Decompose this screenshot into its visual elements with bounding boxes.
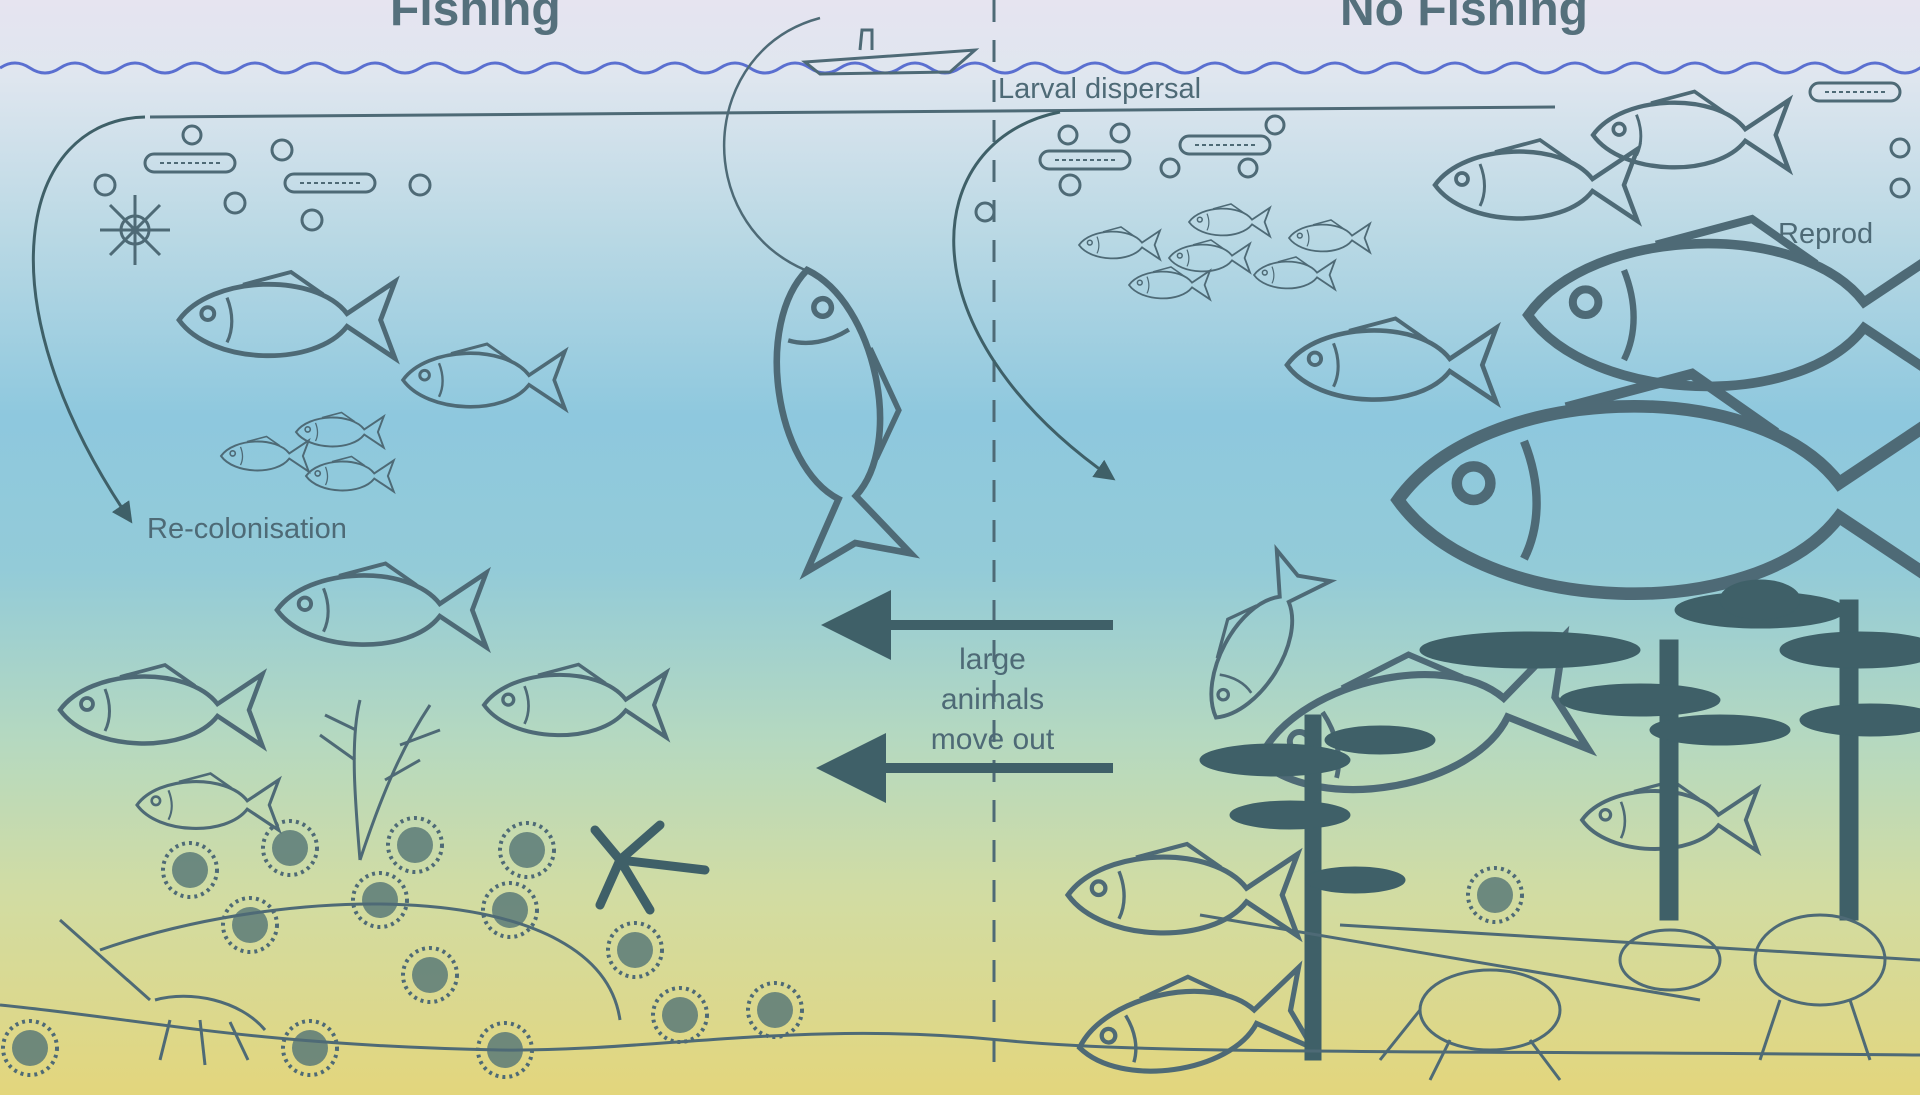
reproduction-label: Reprod — [1778, 218, 1873, 251]
larval-dispersal-line — [150, 107, 1555, 117]
larva-icon — [145, 154, 235, 172]
fishing-line — [724, 18, 820, 270]
urchin-icon — [263, 821, 317, 875]
fish-icon — [179, 272, 395, 358]
larval-dispersal-label: Larval dispersal — [998, 73, 1201, 106]
fish-school — [1079, 204, 1370, 299]
large-animals-label: large animals move out — [895, 640, 1090, 760]
seastar-icon — [595, 825, 705, 910]
plankton-icon — [100, 195, 170, 265]
large-snapper-icon — [1398, 374, 1920, 601]
crayfish-icon — [60, 915, 1920, 1080]
fishing-zone-title: Fishing — [390, 0, 561, 37]
no-fishing-zone-title: No Fishing — [1340, 0, 1588, 37]
dispersal-arrow — [954, 112, 1112, 478]
hooked-fish-icon — [755, 259, 924, 572]
recolonisation-label: Re-colonisation — [147, 513, 347, 546]
seabed — [0, 1005, 1920, 1055]
kelp-icon — [1200, 580, 1920, 1060]
recolonisation-arrow — [33, 117, 145, 520]
boat-icon — [805, 30, 975, 74]
